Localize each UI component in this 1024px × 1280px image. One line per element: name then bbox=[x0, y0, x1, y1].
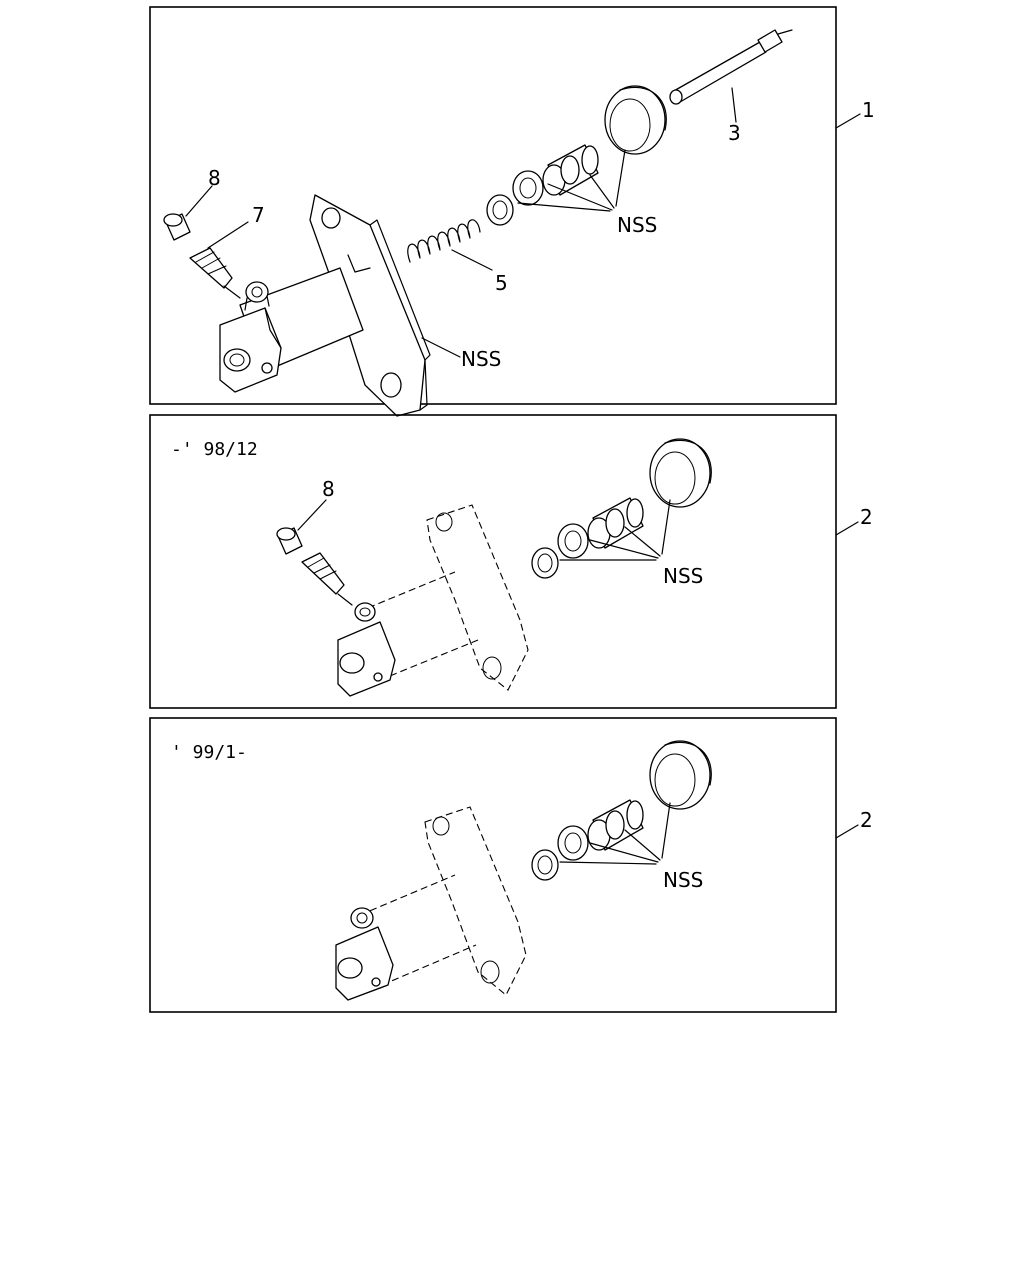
bleeder-screw bbox=[301, 552, 353, 606]
cylinder-body-outline bbox=[337, 504, 529, 697]
date-code: ' 99/1- bbox=[171, 742, 247, 763]
cylinder-body bbox=[219, 194, 431, 417]
bleeder-screw bbox=[189, 247, 241, 299]
ref-number: 1 bbox=[862, 98, 875, 122]
pushrod bbox=[669, 29, 793, 105]
panel-2: -' 98/12 8 NSS 2 bbox=[149, 414, 873, 709]
callout-bleeder-screw: 7 bbox=[252, 203, 265, 227]
callout-bleeder-cap: 8 bbox=[322, 477, 335, 501]
cylinder-body-outline bbox=[335, 806, 527, 1001]
callout-seal-kit: NSS bbox=[663, 868, 703, 892]
spring bbox=[407, 219, 481, 263]
ref-number: 2 bbox=[860, 808, 873, 832]
bleeder-cap bbox=[276, 527, 303, 555]
panel-1: 1 3 5 7 8 NSS NSS bbox=[149, 6, 875, 417]
callout-body: NSS bbox=[461, 347, 501, 371]
callout-seal-kit: NSS bbox=[617, 213, 657, 237]
callout-bleeder-cap: 8 bbox=[208, 166, 221, 190]
ref-number: 2 bbox=[860, 505, 873, 529]
panel-3: ' 99/1- NSS 2 bbox=[149, 717, 873, 1013]
date-code: -' 98/12 bbox=[171, 439, 258, 460]
bleeder-cap bbox=[163, 213, 191, 241]
callout-spring: 5 bbox=[495, 271, 508, 295]
callout-seal-kit: NSS bbox=[663, 564, 703, 588]
callout-pushrod: 3 bbox=[728, 121, 741, 145]
